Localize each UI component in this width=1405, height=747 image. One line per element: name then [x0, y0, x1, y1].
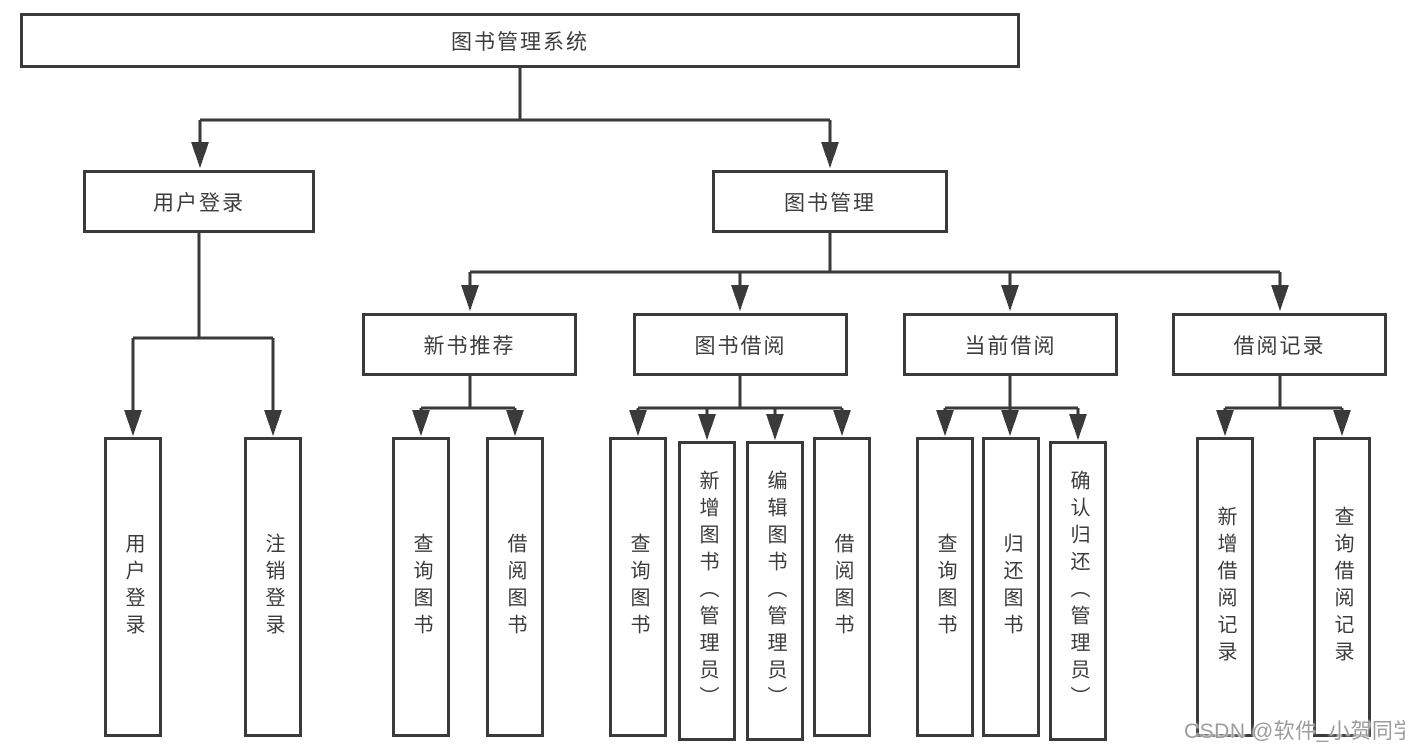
leaf-borrow-book-1: 借阅图书: [486, 437, 544, 737]
arrowhead-icon: [461, 285, 479, 311]
arrowhead-icon: [1216, 410, 1234, 436]
arrowhead-icon: [1001, 410, 1019, 436]
leaf-query-book-3-label: 查询图书: [934, 533, 956, 641]
leaf-query-book-3: 查询图书: [916, 437, 974, 737]
arrowhead-icon: [1333, 410, 1351, 436]
leaf-edit-book-admin: 编辑图书（管理员）: [746, 441, 804, 741]
leaf-logout-label: 注销登录: [262, 533, 284, 641]
node-current-borrow: 当前借阅: [903, 313, 1118, 376]
arrowhead-icon: [766, 414, 784, 440]
node-new-book-recommend-label: 新书推荐: [423, 334, 516, 358]
leaf-borrow-book-2-label: 借阅图书: [831, 533, 853, 641]
leaf-borrow-book-1-label: 借阅图书: [504, 533, 526, 641]
arrowhead-icon: [821, 142, 839, 168]
leaf-query-book-2: 查询图书: [609, 437, 667, 737]
node-root-label: 图书管理系统: [451, 30, 589, 54]
leaf-query-book-2-label: 查询图书: [627, 533, 649, 641]
leaf-confirm-return-admin: 确认归还（管理员）: [1049, 441, 1107, 741]
leaf-logout: 注销登录: [244, 437, 302, 737]
arrowhead-icon: [1001, 285, 1019, 311]
arrowhead-icon: [1069, 414, 1087, 440]
node-borrow-record-label: 借阅记录: [1233, 334, 1326, 358]
node-user-login: 用户登录: [83, 170, 315, 233]
leaf-return-book-label: 归还图书: [1000, 533, 1022, 641]
leaf-user-login: 用户登录: [104, 437, 162, 737]
arrowhead-icon: [412, 410, 430, 436]
node-book-management: 图书管理: [712, 170, 948, 233]
node-book-management-label: 图书管理: [784, 191, 876, 215]
leaf-edit-book-admin-label: 编辑图书（管理员）: [764, 469, 786, 713]
leaf-query-book-1-label: 查询图书: [410, 533, 432, 641]
arrowhead-icon: [731, 285, 749, 311]
leaf-add-book-admin: 新增图书（管理员）: [678, 441, 736, 741]
node-book-borrow: 图书借阅: [633, 313, 848, 376]
arrowhead-icon: [1271, 285, 1289, 311]
node-new-book-recommend: 新书推荐: [362, 313, 577, 376]
arrowhead-icon: [936, 410, 954, 436]
arrowhead-icon: [264, 410, 282, 436]
arrowhead-icon: [833, 410, 851, 436]
leaf-return-book: 归还图书: [982, 437, 1040, 737]
node-root: 图书管理系统: [20, 13, 1020, 68]
csdn-watermark: CSDN @软件_小贺同学: [1184, 720, 1405, 743]
arrowhead-group: [124, 142, 1351, 440]
arrowhead-icon: [629, 410, 647, 436]
arrowhead-icon: [698, 414, 716, 440]
node-book-borrow-label: 图书借阅: [694, 334, 787, 358]
arrowhead-icon: [506, 410, 524, 436]
node-user-login-label: 用户登录: [153, 191, 245, 215]
leaf-user-login-label: 用户登录: [122, 533, 144, 641]
leaf-query-borrow-record: 查询借阅记录: [1313, 437, 1371, 737]
arrowhead-icon: [124, 410, 142, 436]
leaf-add-book-admin-label: 新增图书（管理员）: [696, 469, 718, 713]
leaf-add-borrow-record: 新增借阅记录: [1196, 437, 1254, 737]
node-current-borrow-label: 当前借阅: [964, 334, 1057, 358]
leaf-confirm-return-admin-label: 确认归还（管理员）: [1067, 469, 1089, 713]
leaf-borrow-book-2: 借阅图书: [813, 437, 871, 737]
leaf-query-borrow-record-label: 查询借阅记录: [1331, 506, 1353, 668]
leaf-add-borrow-record-label: 新增借阅记录: [1214, 506, 1236, 668]
leaf-query-book-1: 查询图书: [392, 437, 450, 737]
arrowhead-icon: [191, 142, 209, 168]
node-borrow-record: 借阅记录: [1172, 313, 1387, 376]
